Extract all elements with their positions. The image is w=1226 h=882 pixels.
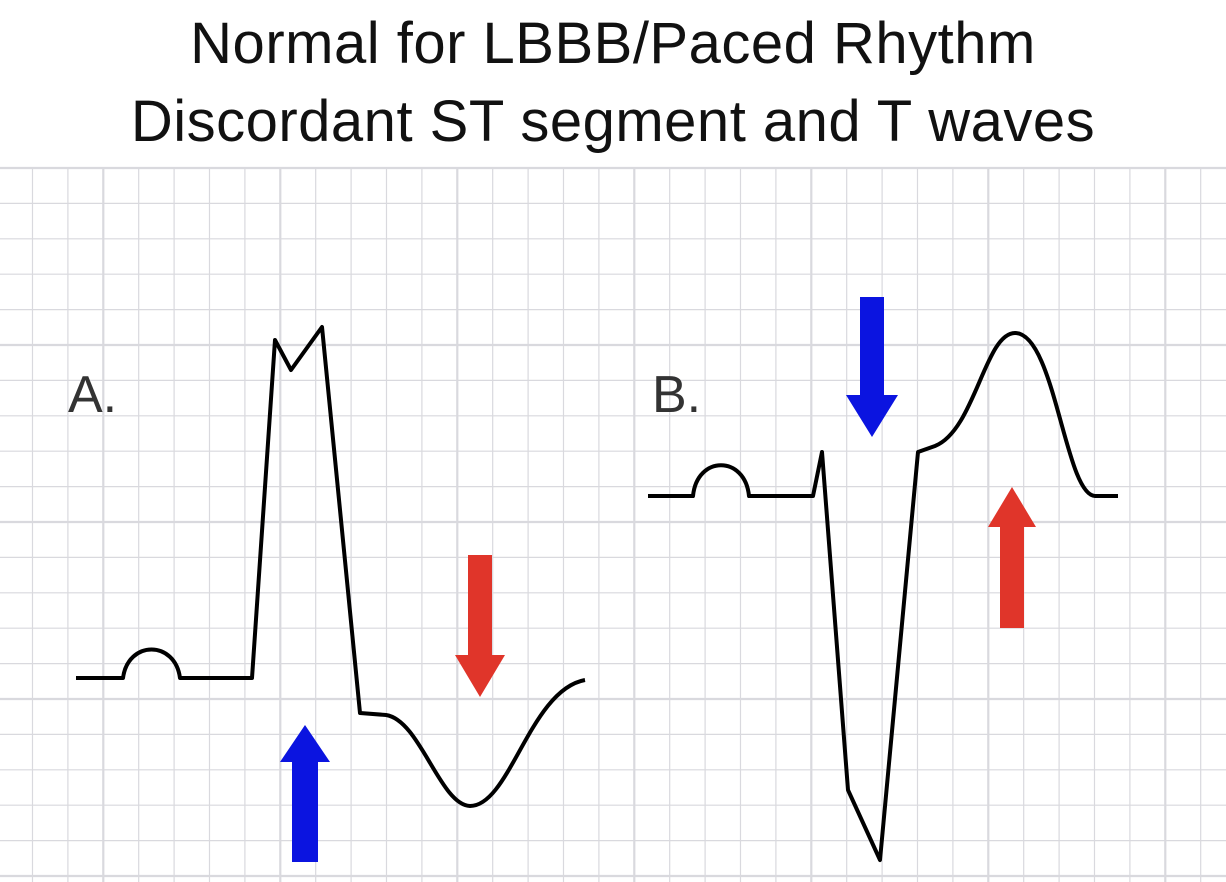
arrow-down-red-a	[455, 555, 505, 697]
title-line-1: Normal for LBBB/Paced Rhythm	[190, 11, 1036, 76]
arrow-down-blue-b	[846, 297, 898, 437]
title-line-2: Discordant ST segment and T waves	[130, 89, 1096, 154]
panel-b-label: B.	[652, 366, 701, 424]
ecg-grid	[0, 166, 1226, 882]
panel-a-label: A.	[68, 366, 117, 424]
ecg-trace-b	[648, 331, 1118, 862]
ecg-trace-a	[76, 325, 586, 808]
arrow-up-red-b	[988, 487, 1036, 628]
arrow-up-blue-a	[280, 725, 330, 862]
